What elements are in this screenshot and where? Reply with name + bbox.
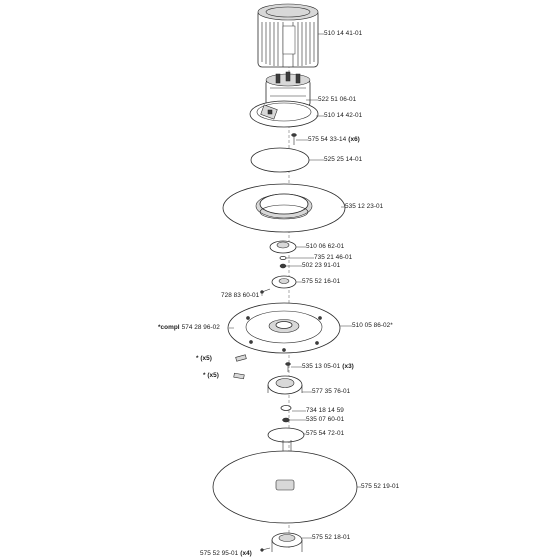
callout-label: * (x5) (203, 372, 219, 379)
bearing-part[interactable] (280, 405, 292, 411)
screw-part[interactable] (291, 133, 297, 146)
part-label: 510 05 86-02* (352, 322, 393, 330)
part-number: 735 21 46-01 (314, 254, 353, 261)
part-number: 575 54 72-01 (306, 430, 345, 437)
washer-part[interactable] (282, 417, 290, 423)
bottom-hub-part[interactable] (271, 532, 303, 552)
part-number: 575 52 18-01 (312, 534, 351, 541)
holder-part[interactable] (267, 375, 303, 395)
part-label: 577 35 76-01 (312, 388, 350, 396)
pin-part[interactable] (260, 288, 271, 294)
motor-cover-part[interactable] (257, 3, 319, 68)
flanged-ring-part[interactable] (222, 183, 346, 233)
part-number: 510 05 86-02* (352, 322, 393, 329)
part-number: 575 52 19-01 (361, 483, 400, 490)
part-number: 535 12 23-01 (345, 203, 384, 210)
part-number: 522 51 06-01 (318, 96, 357, 103)
part-number: 510 06 62-01 (306, 243, 345, 250)
small-disc-part[interactable] (267, 427, 305, 443)
part-label: 728 83 60-01 (221, 292, 259, 300)
part-label: 535 13 05-01(x3) (302, 363, 354, 371)
knife-screw-part[interactable] (285, 362, 291, 373)
bottom-screw-part[interactable] (260, 547, 271, 552)
part-label: 510 14 41-01 (324, 30, 362, 38)
cutting-disc-part[interactable] (227, 302, 341, 354)
gasket-disc-part[interactable] (250, 147, 310, 173)
part-label: 575 52 18-01 (312, 534, 350, 542)
part-number: 728 83 60-01 (221, 292, 260, 299)
part-label: 575 52 19-01 (361, 483, 399, 491)
callout-label: * (x5) (196, 355, 212, 362)
small-nut-part[interactable] (279, 263, 287, 269)
part-number: 535 13 05-01 (302, 363, 341, 370)
quantity: (x6) (348, 136, 360, 143)
part-number: 502 23 91-01 (302, 262, 341, 269)
part-number: 575 54 33-14 (308, 136, 347, 143)
drive-washer-part[interactable] (271, 275, 297, 289)
skid-plate-part[interactable] (212, 440, 358, 524)
part-label: 575 52 95-01(x4) (200, 550, 252, 558)
part-label: 510 14 42-01 (324, 112, 362, 120)
knife-blade-part-2[interactable] (233, 372, 245, 380)
hub-part[interactable] (269, 240, 297, 254)
part-label: 502 23 91-01 (302, 262, 340, 270)
part-number: 525 25 14-01 (324, 156, 363, 163)
quantity: (x4) (240, 550, 252, 557)
motor-plate-part[interactable] (249, 100, 319, 128)
quantity: (x3) (342, 363, 354, 370)
part-label: 525 25 14-01 (324, 156, 362, 164)
leader-lines (229, 33, 361, 539)
part-number: 510 14 41-01 (324, 30, 363, 37)
part-number: 575 52 16-01 (302, 278, 341, 285)
part-label: 575 54 33-14(x6) (308, 136, 360, 144)
part-number: 574 28 96-02 (181, 324, 220, 331)
compl-prefix: *compl (158, 324, 180, 331)
part-label: 535 07 60-01 (306, 416, 344, 424)
part-number: 575 52 95-01 (200, 550, 239, 557)
part-label: 522 51 06-01 (318, 96, 356, 104)
part-number: 734 18 14 59 (306, 407, 344, 414)
part-label: 734 18 14 59 (306, 407, 344, 415)
part-label: 575 52 16-01 (302, 278, 340, 286)
part-label: 510 06 62-01 (306, 243, 344, 251)
part-number: 577 35 76-01 (312, 388, 351, 395)
knife-blade-part[interactable] (235, 354, 247, 362)
part-label: 535 12 23-01 (345, 203, 383, 211)
part-label: 735 21 46-01 (314, 254, 352, 262)
part-number: 535 07 60-01 (306, 416, 345, 423)
motor-part[interactable] (265, 71, 311, 107)
part-label: 575 54 72-01 (306, 430, 344, 438)
part-number: 510 14 42-01 (324, 112, 363, 119)
small-washer-part[interactable] (279, 255, 287, 260)
